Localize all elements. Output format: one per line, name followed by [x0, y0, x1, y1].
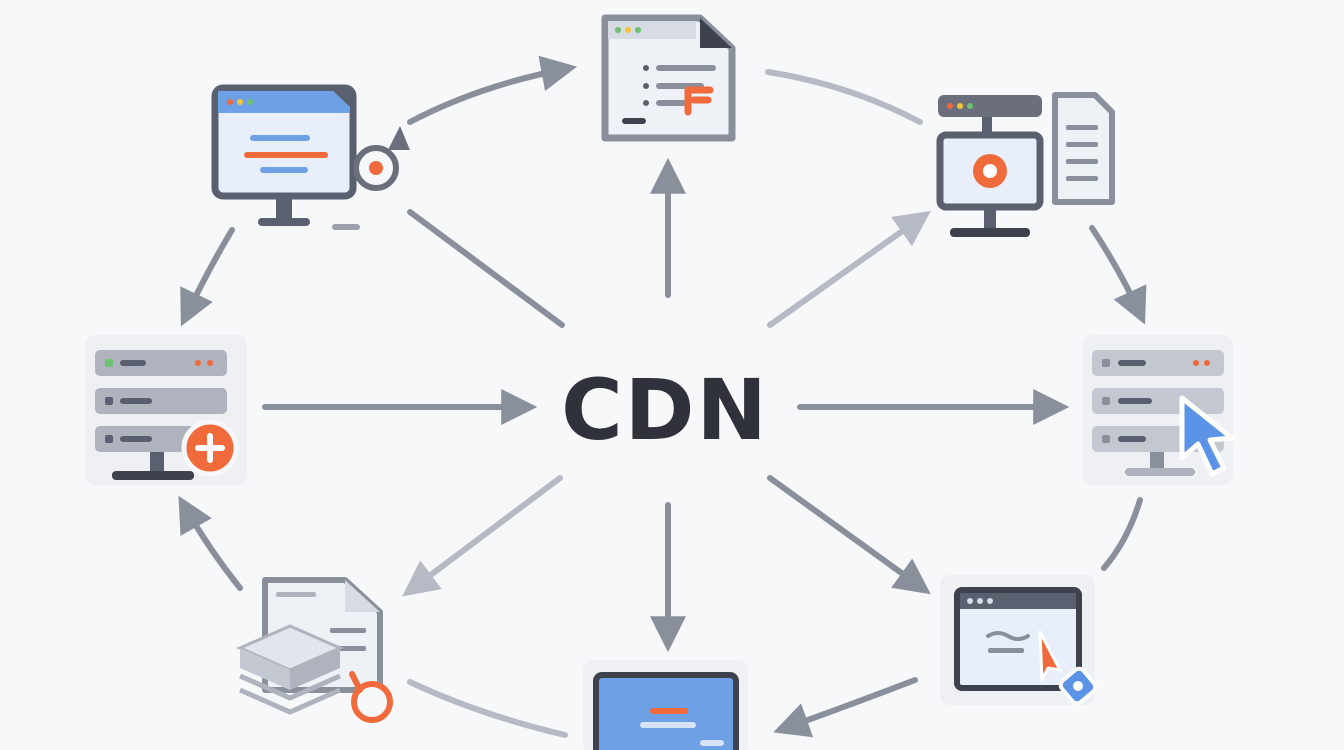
arrow-bottomright-to-bottom [773, 677, 918, 738]
arrow-bottomleft-to-left [178, 495, 243, 591]
line-right-to-bottomright [1101, 497, 1143, 571]
server-add-icon [85, 335, 247, 485]
server-cursor-icon [1083, 335, 1235, 485]
desktop-monitor-icon [211, 84, 410, 230]
monitor-with-document-icon [936, 92, 1115, 237]
line-center-to-top-left [407, 209, 565, 328]
arrow-topright-to-right [1089, 225, 1147, 325]
arrow-center-to-top-right [767, 210, 931, 328]
pin-icon [351, 681, 393, 723]
arrow-topleft-to-top [407, 55, 578, 125]
arrow-center-to-bottom-left [402, 475, 563, 597]
cursor-icon [1179, 395, 1235, 477]
storage-document-icon [236, 577, 393, 723]
display-screen-icon [583, 660, 748, 750]
outer-ring-arrows [178, 55, 1147, 738]
line-top-to-topright [765, 69, 923, 125]
code-document-icon [601, 14, 736, 142]
browser-window-cursor-icon [940, 575, 1098, 706]
arrow-topleft-to-left [180, 227, 235, 327]
arrow-cursor-icon [1038, 630, 1062, 682]
line-bottom-to-bottomleft [407, 679, 568, 738]
cdn-center-label: CDN [561, 361, 769, 459]
arrows-from-center [262, 157, 1070, 653]
arrow-center-to-bottom-right [767, 475, 931, 595]
